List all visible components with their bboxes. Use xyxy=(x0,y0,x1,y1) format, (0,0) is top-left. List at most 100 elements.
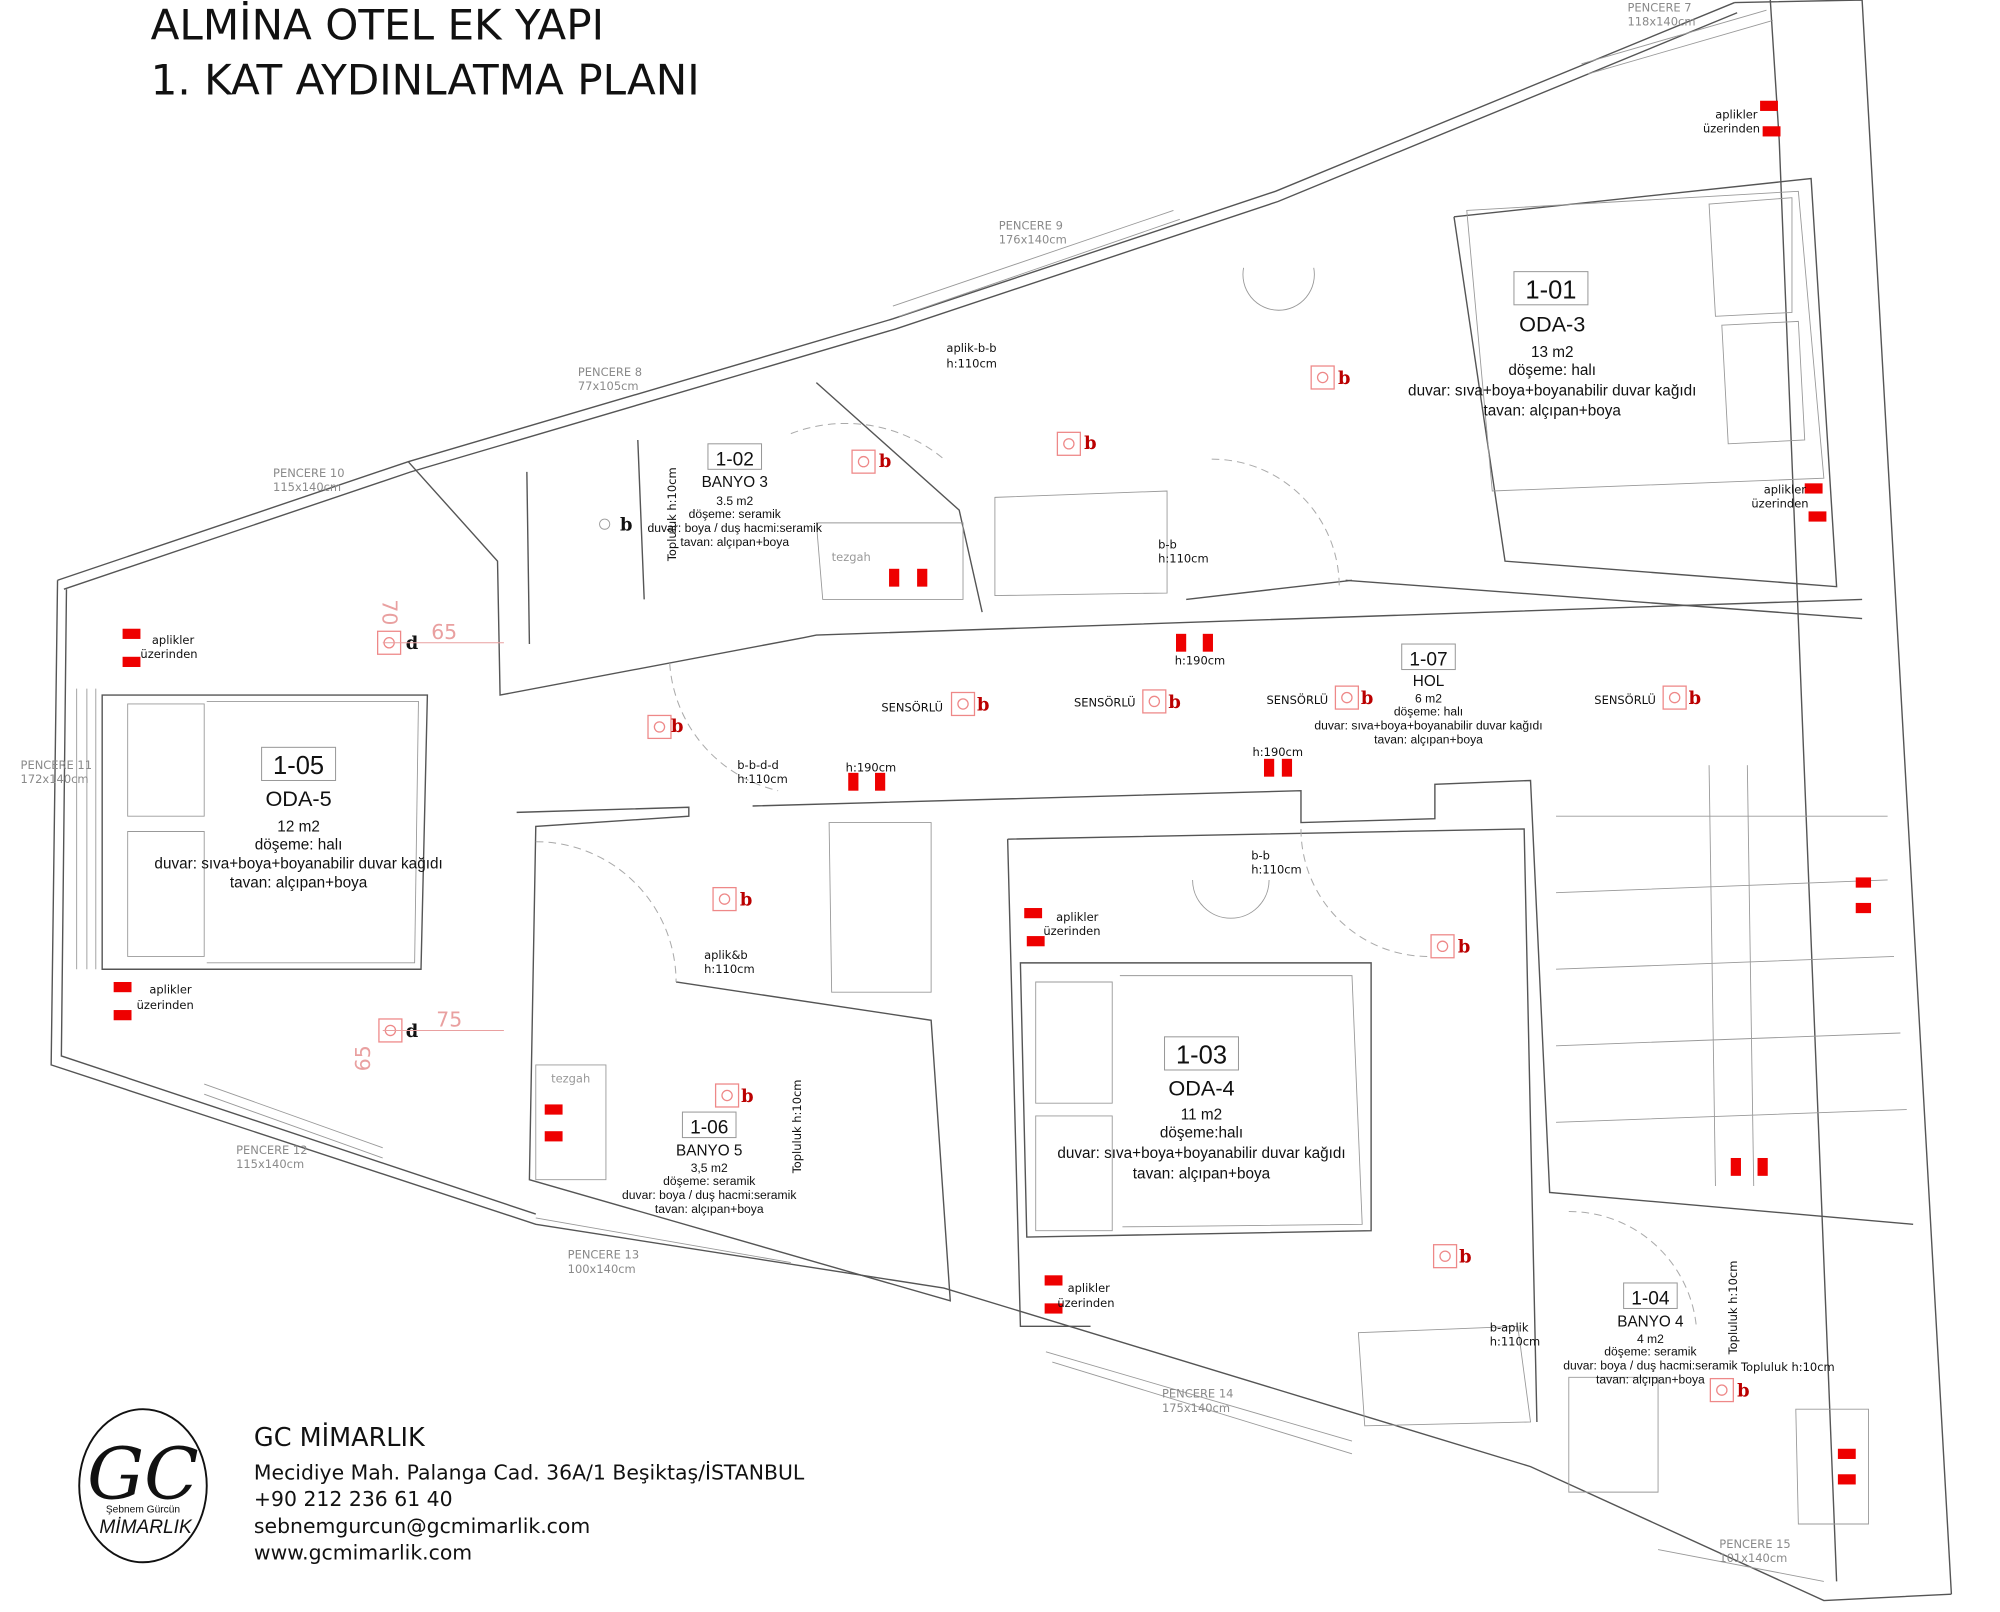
company-phone: +90 212 236 61 40 xyxy=(254,1487,453,1511)
plan-label: b-b xyxy=(1251,849,1270,863)
plan-label: h:110cm xyxy=(737,772,788,786)
plan-label: PENCERE 12 xyxy=(236,1143,307,1157)
plan-label: b-b xyxy=(1158,537,1177,551)
plan-label: h:190cm xyxy=(1253,745,1304,759)
plan-label: Topluluk h:10cm xyxy=(790,1080,804,1175)
plan-label: aplikler xyxy=(1068,1281,1111,1295)
lamp-symbol: b xyxy=(851,449,891,474)
lamp-symbol: b xyxy=(1334,685,1373,710)
plan-label: b xyxy=(1168,692,1180,713)
plan-label: 65 xyxy=(431,620,457,644)
plan-label: 75 xyxy=(436,1008,462,1032)
plan-label: b xyxy=(620,515,632,536)
plan-label: aplik&b xyxy=(704,948,748,962)
plan-label: h:190cm xyxy=(846,761,897,775)
dimensions: 65 70 75 65 xyxy=(351,599,504,1071)
lamp-symbol: b xyxy=(950,691,990,717)
company-address: Mecidiye Mah. Palanga Cad. 36A/1 Beşikta… xyxy=(254,1459,805,1484)
plan-label: 11 m2 xyxy=(1181,1107,1222,1124)
interior-walls xyxy=(101,177,1914,1525)
plan-label: duvar: sıva+boya+boyanabilir duvar kağıd… xyxy=(1314,718,1542,732)
plan-label: tezgah xyxy=(551,1072,590,1086)
plan-label: SENSÖRLÜ xyxy=(881,699,943,715)
plan-label: 118x140cm xyxy=(1627,15,1695,29)
plan-label: 3.5 m2 xyxy=(716,494,753,508)
plan-label: b xyxy=(1689,688,1701,709)
plan-label: PENCERE 7 xyxy=(1627,0,1691,14)
plan-label: aplikler xyxy=(1056,910,1099,924)
plan-label: döşeme: halı xyxy=(1508,362,1596,379)
plan-label: duvar: boya / duş hacmi:seramik xyxy=(648,521,823,535)
plan-label: 172x140cm xyxy=(21,772,89,786)
plan-label: PENCERE 14 xyxy=(1162,1387,1233,1401)
plan-label: üzerinden xyxy=(1057,1296,1114,1310)
plan-label: tavan: alçıpan+boya xyxy=(230,875,368,892)
plan-label: 1-01 xyxy=(1525,276,1576,304)
plan-title-line2: 1. KAT AYDINLATMA PLANI xyxy=(151,55,700,104)
plan-label: b xyxy=(741,1086,753,1107)
company-web: www.gcmimarlik.com xyxy=(254,1541,472,1565)
company-email: sebnemgurcun@gcmimarlik.com xyxy=(254,1514,590,1538)
plan-label: d xyxy=(406,633,419,654)
plan-label: 6 m2 xyxy=(1415,692,1442,706)
lamp-symbol: b xyxy=(647,714,683,740)
room-1-04: 1-04 BANYO 4 4 m2 döşeme: seramik duvar:… xyxy=(1563,1282,1739,1387)
plan-label: 13 m2 xyxy=(1531,344,1574,361)
plan-label: b xyxy=(1458,937,1470,958)
plan-label: h:110cm xyxy=(1251,863,1302,877)
plan-label: 175x140cm xyxy=(1162,1401,1230,1415)
lamp-symbol: b xyxy=(1430,934,1470,959)
plan-label: PENCERE 15 xyxy=(1719,1537,1790,1551)
plan-label: duvar: boya / duş hacmi:seramik xyxy=(622,1188,797,1202)
plan-label: Topluluk h:10cm xyxy=(1740,1360,1835,1374)
plan-label: b xyxy=(671,716,683,737)
plan-label: döşeme: seramik xyxy=(689,507,782,521)
lamp-symbol: b xyxy=(714,1083,754,1108)
plan-label: aplik-b-b xyxy=(946,341,996,355)
plan-label: aplikler xyxy=(1764,483,1807,497)
room-1-07: 1-07 HOL 6 m2 döşeme: halı duvar: sıva+b… xyxy=(1314,643,1543,747)
plan-label: 101x140cm xyxy=(1719,1551,1787,1565)
plan-label: b xyxy=(1084,433,1096,454)
plan-label: aplikler xyxy=(152,633,195,647)
plan-label: PENCERE 9 xyxy=(999,219,1063,233)
plan-label: h:110cm xyxy=(1490,1334,1541,1348)
plan-label: üzerinden xyxy=(1703,122,1760,136)
wall-light-fixtures xyxy=(113,100,1872,1485)
company-info: GC MİMARLIK Mecidiye Mah. Palanga Cad. 3… xyxy=(254,1423,805,1565)
plan-label: SENSÖRLÜ xyxy=(1267,691,1329,707)
plan-label: döşeme: seramik xyxy=(1604,1345,1697,1359)
plan-label: 115x140cm xyxy=(273,480,341,494)
plan-label: tavan: alçıpan+boya xyxy=(1133,1165,1271,1182)
plan-label: b xyxy=(740,889,752,910)
lamp-symbol: b xyxy=(1709,1377,1750,1403)
plan-label: tavan: alçıpan+boya xyxy=(1374,733,1483,747)
plan-label: 1-05 xyxy=(273,752,324,780)
room-1-03: 1-03 ODA-4 11 m2 döşeme:halı duvar: sıva… xyxy=(1057,1036,1346,1182)
room-1-02: 1-02 BANYO 3 3.5 m2 döşeme: seramik duva… xyxy=(648,443,823,549)
room-1-01: 1-01 ODA-3 13 m2 döşeme: halı duvar: sıv… xyxy=(1408,271,1696,420)
plan-label: PENCERE 10 xyxy=(273,466,344,480)
plan-label: döşeme: seramik xyxy=(663,1174,756,1188)
plan-label: Topluluk h:10cm xyxy=(1726,1261,1740,1356)
plan-label: 77x105cm xyxy=(578,379,639,393)
plan-label: tezgah xyxy=(832,550,871,564)
room-1-06: 1-06 BANYO 5 3,5 m2 döşeme: seramik duva… xyxy=(622,1111,797,1216)
plan-label: 1-04 xyxy=(1631,1289,1670,1310)
plan-label: b xyxy=(1737,1380,1749,1401)
plan-label: 12 m2 xyxy=(277,819,320,836)
plan-label: BANYO 3 xyxy=(702,474,768,491)
plan-label: b xyxy=(879,451,891,472)
plan-label: 4 m2 xyxy=(1637,1332,1664,1346)
plan-label: duvar: boya / duş hacmi:seramik xyxy=(1563,1359,1738,1373)
plan-label: üzerinden xyxy=(1751,497,1808,511)
plan-label: h:110cm xyxy=(704,962,755,976)
plan-label: duvar: sıva+boya+boyanabilir duvar kağıd… xyxy=(154,855,442,872)
plan-label: h:110cm xyxy=(946,356,997,370)
